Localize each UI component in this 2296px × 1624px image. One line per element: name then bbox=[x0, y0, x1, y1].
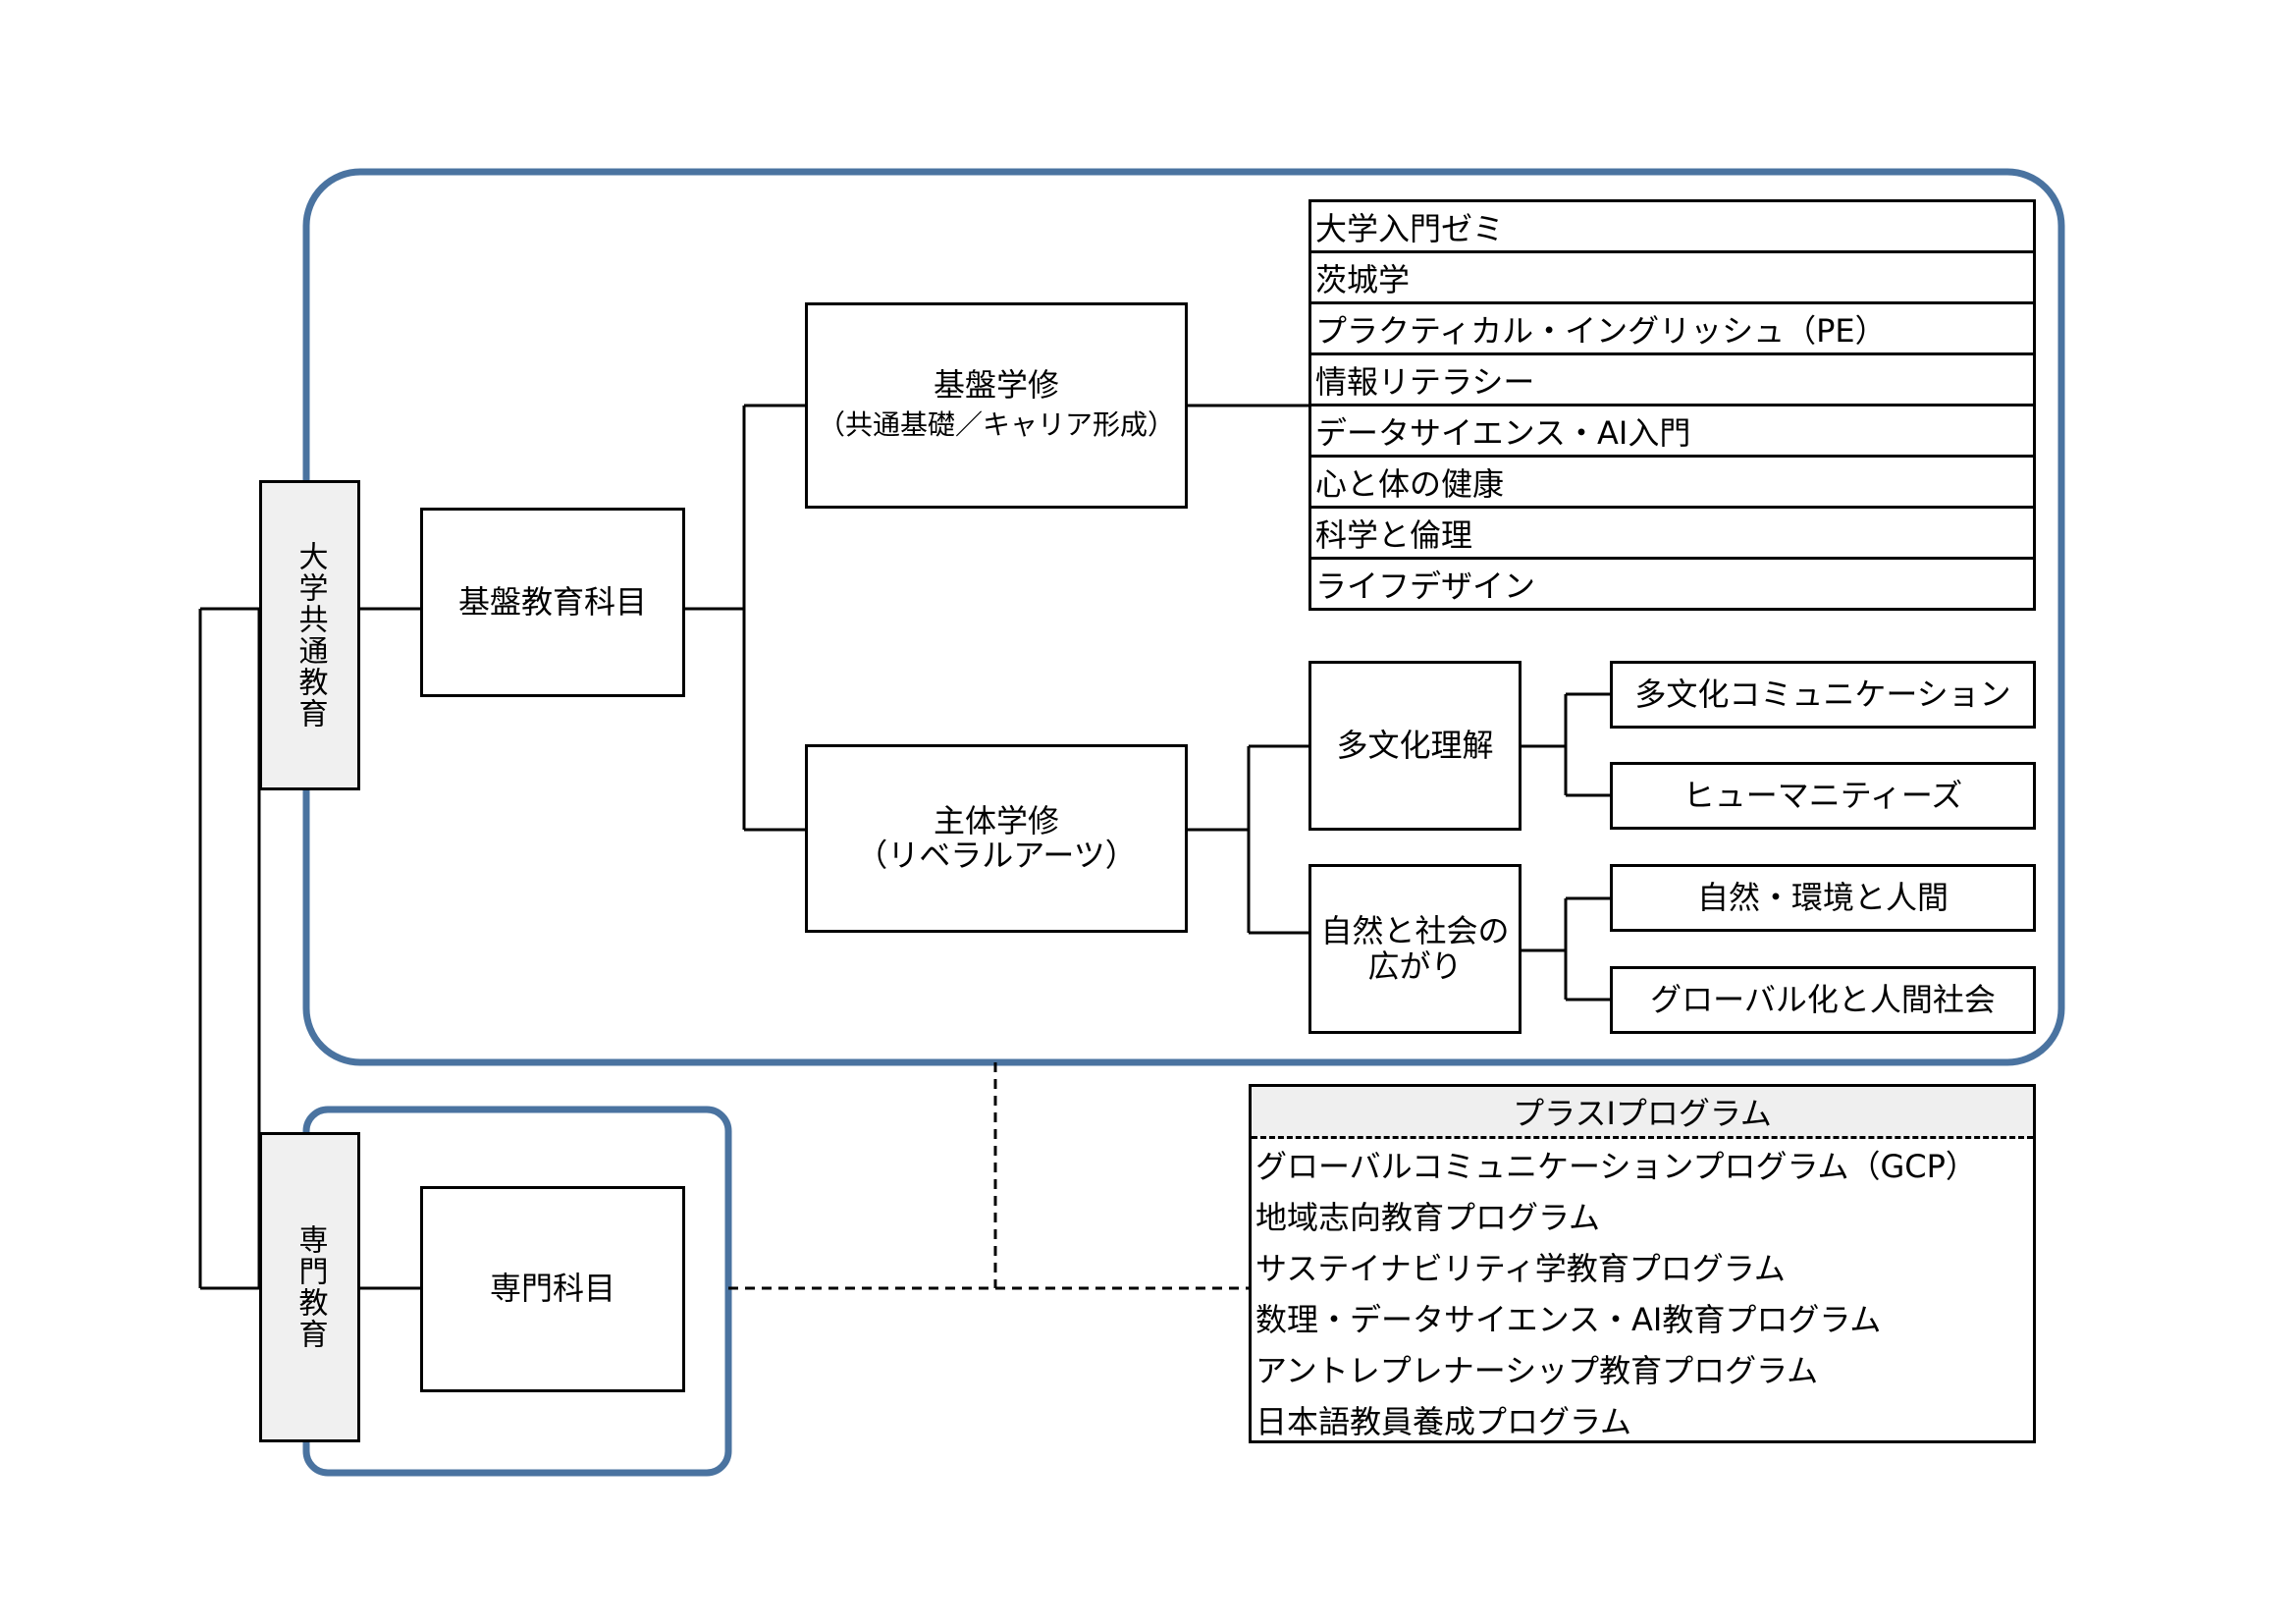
plus-program-item: 地域志向教育プログラム bbox=[1255, 1199, 1601, 1236]
left-spine bbox=[198, 607, 261, 1290]
course-item: データサイエンス・AI入門 bbox=[1311, 404, 2033, 455]
course-item: 大学入門ゼミ bbox=[1315, 209, 1505, 247]
plus-program-item: 日本語教員養成プログラム bbox=[1255, 1403, 1632, 1440]
shizen-to-children bbox=[1522, 896, 1610, 1001]
node-shutai-gakushu: 主体学修 （リベラルアーツ） bbox=[805, 744, 1188, 933]
plus-program-item: サステイナビリティ学教育プログラム bbox=[1255, 1250, 1786, 1287]
course-item: 情報リテラシー bbox=[1311, 352, 2033, 404]
shutai-to-sub bbox=[1188, 744, 1308, 935]
node-shutai-gakushu-sub: （リベラルアーツ） bbox=[856, 837, 1137, 874]
node-kiban-gakushu: 基盤学修 （共通基礎／キャリア形成） bbox=[805, 302, 1188, 509]
node-tabunka-rikai-label: 多文化理解 bbox=[1336, 726, 1494, 764]
node-tabunka-child-1: 多文化コミュニケーション bbox=[1610, 661, 2036, 729]
course-item: 茨城学 bbox=[1311, 250, 2033, 301]
node-tabunka-rikai: 多文化理解 bbox=[1308, 661, 1522, 831]
kamoku-to-branches bbox=[685, 404, 805, 832]
node-kiban-gakushu-title: 基盤学修 bbox=[933, 366, 1059, 405]
dashed-connectors bbox=[728, 1062, 1249, 1290]
node-shizen-child-2: グローバル化と人間社会 bbox=[1610, 966, 2036, 1034]
node-tabunka-child-1-label: 多文化コミュニケーション bbox=[1634, 675, 2011, 713]
node-kiban-gakushu-sub: （共通基礎／キャリア形成） bbox=[817, 407, 1175, 441]
node-shizen-child-1-label: 自然・環境と人間 bbox=[1696, 878, 1949, 916]
plus-program-item: 数理・データサイエンス・AI教育プログラム bbox=[1255, 1301, 1882, 1338]
tabunka-to-children bbox=[1522, 692, 1610, 797]
node-shizen-shakai-line2: 広がり bbox=[1367, 947, 1463, 985]
plus-program-title: プラスIプログラム bbox=[1252, 1087, 2033, 1139]
node-kiban-kamoku-label: 基盤教育科目 bbox=[457, 582, 647, 621]
node-shizen-child-2-label: グローバル化と人間社会 bbox=[1650, 980, 1996, 1018]
node-tabunka-child-2: ヒューマニティーズ bbox=[1610, 762, 2036, 830]
course-item: プラクティカル・イングリッシュ（PE） bbox=[1311, 301, 2033, 352]
plus-program-item: アントレプレナーシップ教育プログラム bbox=[1255, 1352, 1819, 1389]
section-label-common: 大学共通教育 bbox=[259, 480, 360, 790]
solid-connectors bbox=[198, 404, 1610, 1290]
kiban-course-list: 大学入門ゼミ 茨城学 プラクティカル・イングリッシュ（PE） 情報リテラシー デ… bbox=[1308, 199, 2036, 611]
course-item: 心と体の健康 bbox=[1311, 455, 2033, 506]
node-shizen-shakai: 自然と社会の 広がり bbox=[1308, 864, 1522, 1034]
node-kiban-kamoku: 基盤教育科目 bbox=[420, 508, 685, 697]
node-senmon-kamoku-label: 専門科目 bbox=[489, 1270, 615, 1308]
section-label-common-text: 大学共通教育 bbox=[293, 541, 328, 730]
node-tabunka-child-2-label: ヒューマニティーズ bbox=[1682, 776, 1963, 814]
plus-program-item: グローバルコミュニケーションプログラム（GCP） bbox=[1255, 1148, 1977, 1185]
plus-program-box: プラスIプログラム グローバルコミュニケーションプログラム（GCP） 地域志向教… bbox=[1249, 1084, 2036, 1443]
node-shutai-gakushu-title: 主体学修 bbox=[933, 801, 1059, 839]
section-label-specialized: 専門教育 bbox=[259, 1132, 360, 1442]
node-shizen-shakai-line1: 自然と社会の bbox=[1320, 912, 1510, 950]
node-senmon-kamoku: 専門科目 bbox=[420, 1186, 685, 1392]
course-item: ライフデザイン bbox=[1311, 557, 2033, 608]
node-shizen-child-1: 自然・環境と人間 bbox=[1610, 864, 2036, 932]
section-label-specialized-text: 専門教育 bbox=[293, 1224, 328, 1350]
course-item: 科学と倫理 bbox=[1311, 506, 2033, 557]
